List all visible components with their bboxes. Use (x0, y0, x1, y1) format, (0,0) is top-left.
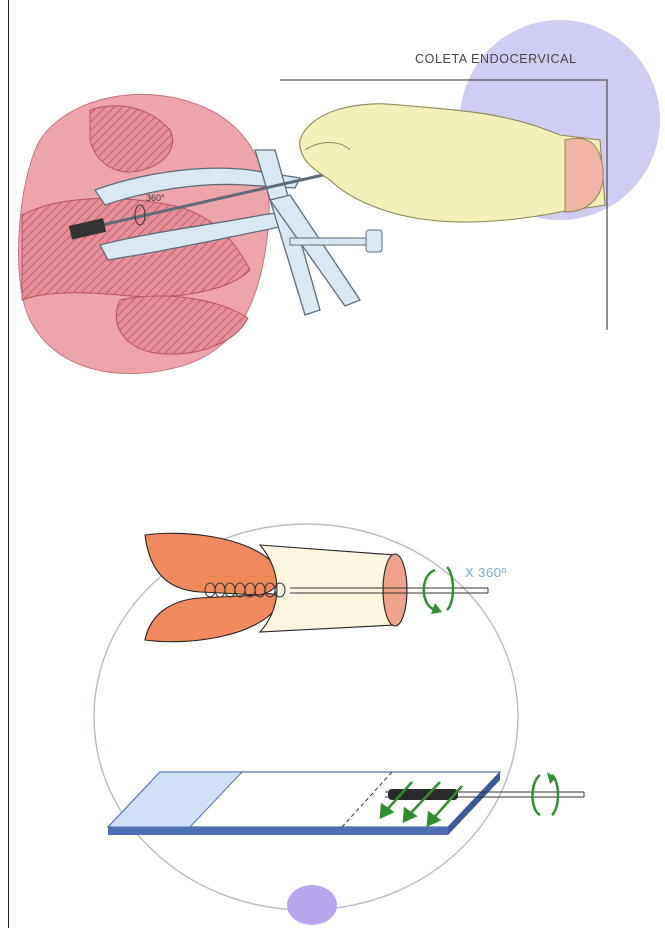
rotation-angle-label: 360° (146, 193, 165, 203)
rotation-count-label: X 360º (465, 565, 507, 580)
panel-title: COLETA ENDOCERVICAL (415, 52, 577, 66)
rotation-arrow-icon (533, 772, 559, 815)
speculum-screw (290, 238, 370, 245)
glass-slide-edge (108, 827, 448, 835)
cervix-lower-lobe (145, 594, 279, 642)
cervix-upper-lobe (145, 533, 279, 595)
lilac-dot (287, 885, 337, 925)
brush-smear-illustration (0, 400, 665, 928)
cervical-os (383, 554, 407, 626)
speculum-screw-knob (366, 230, 382, 252)
speculum-handle-2 (270, 195, 360, 306)
